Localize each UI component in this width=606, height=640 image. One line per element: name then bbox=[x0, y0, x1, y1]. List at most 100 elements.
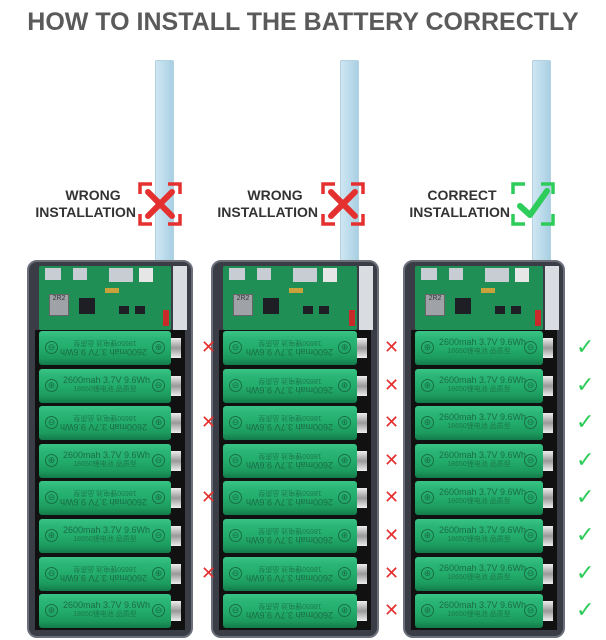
side-rail bbox=[173, 266, 187, 330]
check-icon: ✓ bbox=[576, 371, 595, 397]
red-component bbox=[535, 310, 541, 326]
polarity-right: ⊕ bbox=[338, 416, 351, 430]
usb-port bbox=[257, 268, 271, 280]
check-icon: ✓ bbox=[576, 597, 595, 623]
polarity-left: ⊖ bbox=[229, 491, 242, 505]
cross-icon: ✕ bbox=[384, 487, 400, 508]
fuse bbox=[481, 288, 495, 293]
chip bbox=[263, 298, 279, 314]
polarity-left: ⊕ bbox=[45, 529, 58, 542]
page-title: HOW TO INSTALL THE BATTERY CORRECTLY bbox=[27, 8, 579, 36]
label-line-2: INSTALLATION bbox=[35, 204, 136, 220]
installation-label: WRONG INSTALLATION bbox=[10, 187, 136, 221]
polarity-left: ⊖ bbox=[45, 566, 58, 580]
polarity-right: ⊖ bbox=[524, 491, 537, 505]
battery-terminal bbox=[543, 563, 553, 584]
polarity-left: ⊖ bbox=[229, 416, 242, 430]
polarity-left: ⊕ bbox=[421, 416, 434, 430]
label-line-1: WRONG bbox=[65, 187, 121, 203]
check-icon: ✓ bbox=[576, 334, 595, 359]
polarity-right: ⊕ bbox=[152, 416, 165, 430]
chip bbox=[135, 306, 145, 314]
chip bbox=[511, 306, 521, 314]
red-component bbox=[163, 310, 169, 326]
polarity-left: ⊖ bbox=[229, 341, 242, 354]
check-icon: ✓ bbox=[576, 446, 595, 472]
battery-terminal bbox=[543, 488, 553, 509]
circuit-board: 2R2 bbox=[415, 266, 543, 330]
battery-strap bbox=[340, 60, 359, 267]
battery-terminal bbox=[543, 375, 553, 396]
fuse bbox=[105, 288, 119, 293]
battery-terminal bbox=[357, 563, 367, 584]
polarity-left: ⊖ bbox=[45, 416, 58, 430]
polarity-left: ⊖ bbox=[229, 604, 242, 618]
battery-terminal bbox=[543, 601, 553, 622]
battery-terminal bbox=[171, 488, 181, 509]
cross-icon: ✕ bbox=[384, 562, 400, 583]
check-icon: ✓ bbox=[576, 484, 595, 510]
chip bbox=[455, 298, 471, 314]
label-line-1: WRONG bbox=[247, 187, 303, 203]
usb-port bbox=[421, 268, 437, 280]
cross-icon: ✕ bbox=[201, 412, 217, 433]
cross-icon: ✕ bbox=[384, 374, 400, 395]
polarity-left: ⊕ bbox=[421, 491, 434, 505]
battery-terminal bbox=[357, 601, 367, 622]
polarity-left: ⊖ bbox=[229, 529, 242, 542]
chip bbox=[319, 306, 329, 314]
check-icon: ✓ bbox=[576, 409, 595, 435]
battery-terminal bbox=[357, 450, 367, 471]
fuse bbox=[289, 288, 303, 293]
polarity-left: ⊕ bbox=[45, 604, 58, 618]
check-icon bbox=[511, 182, 555, 226]
battery-terminal bbox=[543, 450, 553, 471]
usb-port bbox=[45, 268, 61, 280]
battery-terminal bbox=[171, 450, 181, 471]
polarity-right: ⊕ bbox=[152, 566, 165, 580]
usb-a-port bbox=[485, 268, 509, 282]
polarity-right: ⊖ bbox=[524, 341, 537, 354]
battery-terminal bbox=[171, 563, 181, 584]
polarity-left: ⊕ bbox=[421, 341, 434, 354]
chip bbox=[79, 298, 95, 314]
polarity-right: ⊕ bbox=[338, 491, 351, 505]
polarity-left: ⊖ bbox=[45, 491, 58, 505]
chip bbox=[119, 306, 129, 314]
polarity-right: ⊖ bbox=[152, 604, 165, 618]
connector bbox=[323, 268, 337, 282]
polarity-right: ⊕ bbox=[152, 341, 165, 354]
cross-icon: ✕ bbox=[384, 337, 400, 357]
polarity-right: ⊖ bbox=[524, 529, 537, 542]
